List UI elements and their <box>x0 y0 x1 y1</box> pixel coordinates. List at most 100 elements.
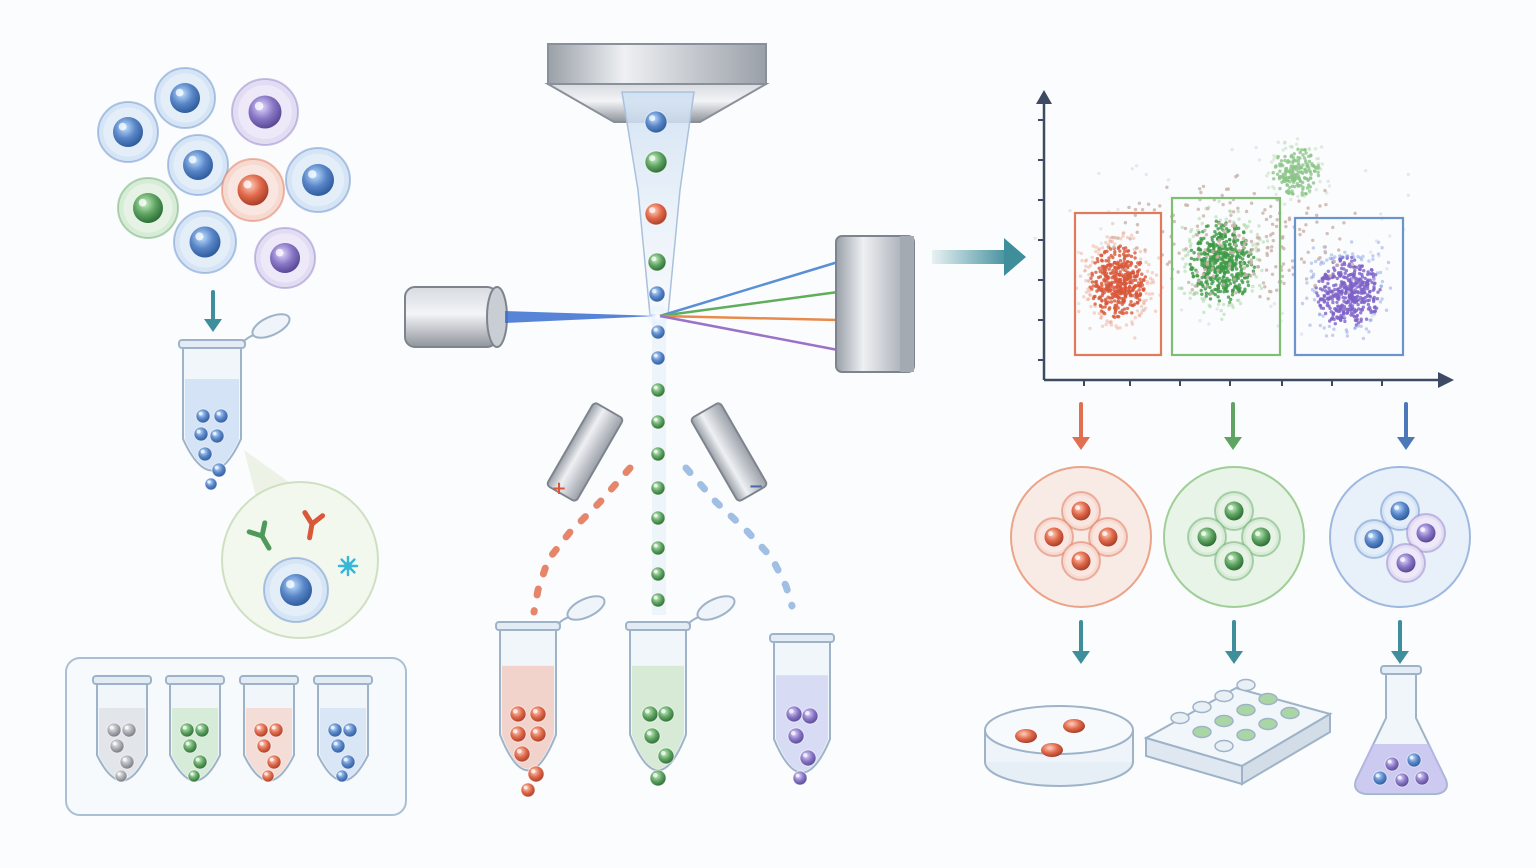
sorted-population-red-cell-3-highlight <box>1075 555 1081 561</box>
stream-droplet-1-body <box>650 350 666 366</box>
population-green-point <box>1186 253 1190 257</box>
population-green-point <box>1189 229 1193 234</box>
population-green-point <box>1215 273 1220 277</box>
population-green-point <box>1190 271 1195 275</box>
background-events-point <box>1297 199 1301 203</box>
population-blue-purple-point <box>1349 313 1353 317</box>
background-events-point <box>1205 260 1210 265</box>
collection-tube-purple-cell-3-body <box>799 749 817 767</box>
population-blue-purple-point <box>1352 315 1357 319</box>
droplet-trail-blue <box>682 464 796 610</box>
background-events-point <box>1203 267 1207 272</box>
background-events-point <box>1197 255 1201 259</box>
population-red-point <box>1097 247 1102 251</box>
population-red-point <box>1078 274 1083 278</box>
background-events-point <box>1165 185 1169 189</box>
population-blue-purple-point <box>1332 283 1336 288</box>
gate-icon <box>1073 211 1163 357</box>
population-blue-purple-point <box>1318 312 1322 317</box>
collection-tube-red-cell-3-shine <box>532 728 538 734</box>
background-events-point <box>1304 223 1308 227</box>
population-blue-purple-point <box>1354 281 1359 286</box>
background-events-point <box>1230 224 1235 228</box>
collection-tube-green-liquid <box>632 665 684 769</box>
population-red-point <box>1122 231 1126 235</box>
background-events-point <box>1210 266 1215 271</box>
population-green-point <box>1254 246 1258 250</box>
population-blue-purple-point <box>1378 270 1383 275</box>
background-events-point <box>1284 224 1288 229</box>
panel-tube-gray <box>92 675 152 783</box>
population-green-point <box>1188 244 1193 248</box>
population-green-upper-point <box>1291 167 1295 171</box>
mixture-cell-8-highlight <box>275 248 284 257</box>
population-red-point <box>1108 306 1112 310</box>
sorted-population-green-cell-3-nucleus <box>1224 551 1244 571</box>
population-red-point <box>1124 323 1129 327</box>
stream-droplet-4-body <box>650 446 666 462</box>
population-blue-purple-point <box>1371 288 1376 292</box>
population-green-point <box>1199 252 1204 256</box>
population-green-upper-point <box>1316 170 1320 174</box>
population-blue-purple-point <box>1367 259 1371 263</box>
population-red-point <box>1119 291 1124 295</box>
stream-droplet-7 <box>650 540 666 556</box>
background-events-point <box>1222 282 1226 287</box>
background-events-point <box>1193 284 1198 288</box>
population-green-point <box>1235 274 1239 279</box>
population-green-upper-point <box>1288 144 1293 149</box>
population-green-upper-point <box>1307 147 1312 152</box>
collection-tube-red-cell-1-body <box>529 705 547 723</box>
background-events-point <box>1229 213 1233 217</box>
population-blue-purple-point <box>1388 286 1393 290</box>
background-events-point <box>1249 274 1253 278</box>
population-green-point <box>1213 287 1217 292</box>
population-red-point <box>1137 313 1141 317</box>
background-events-point <box>1211 249 1215 254</box>
population-green-point <box>1223 250 1227 254</box>
background-events-point <box>1266 297 1270 301</box>
population-red-point <box>1112 294 1117 298</box>
population-red-point <box>1099 315 1103 320</box>
background-events-point <box>1097 171 1101 176</box>
population-red-point <box>1117 315 1121 319</box>
population-green-upper-point <box>1296 173 1301 178</box>
panel-tube-gray-cell-2 <box>109 738 125 754</box>
population-blue-purple-point <box>1380 297 1384 301</box>
sorted-population-blue-cell-3-highlight <box>1400 557 1406 563</box>
arrow-mixture-to-tube <box>204 290 222 332</box>
population-green-upper-point <box>1290 192 1295 196</box>
population-red-point <box>1097 248 1101 252</box>
background-events-point <box>1228 201 1232 205</box>
population-green-point <box>1224 227 1229 231</box>
population-red-point <box>1103 305 1107 309</box>
population-green-upper-point <box>1292 152 1297 156</box>
population-green-upper-point <box>1277 176 1282 181</box>
sorted-population-blue-cell-1 <box>1354 519 1394 559</box>
population-red-point <box>1109 319 1113 324</box>
sample-tube-cell-1-shine <box>216 411 221 416</box>
population-green-point <box>1227 228 1231 233</box>
population-green-point <box>1223 232 1227 236</box>
sorted-population-red-cell-2 <box>1088 517 1128 557</box>
population-red-point <box>1087 265 1091 269</box>
background-events-point <box>1280 311 1285 315</box>
population-green-upper-point <box>1293 184 1297 189</box>
sorted-population-green-cell-2-highlight <box>1255 531 1261 537</box>
population-red-point <box>1091 244 1096 248</box>
population-green-point <box>1223 278 1228 283</box>
background-events-point <box>1158 204 1162 208</box>
panel-tube-green-cell-3 <box>192 754 208 770</box>
population-blue-purple-point <box>1343 296 1348 300</box>
population-green-point <box>1214 261 1218 265</box>
population-blue-purple-point <box>1345 311 1349 315</box>
arrow-to-plate <box>1225 620 1243 664</box>
population-blue-purple-point <box>1331 313 1335 317</box>
population-red-point <box>1145 269 1150 273</box>
population-blue-purple-point <box>1365 294 1369 299</box>
population-green-point <box>1181 248 1186 252</box>
population-blue-purple-point <box>1362 269 1366 273</box>
population-green-upper-point <box>1318 179 1322 184</box>
population-red-point <box>1139 257 1143 261</box>
population-red-point <box>1144 291 1148 295</box>
